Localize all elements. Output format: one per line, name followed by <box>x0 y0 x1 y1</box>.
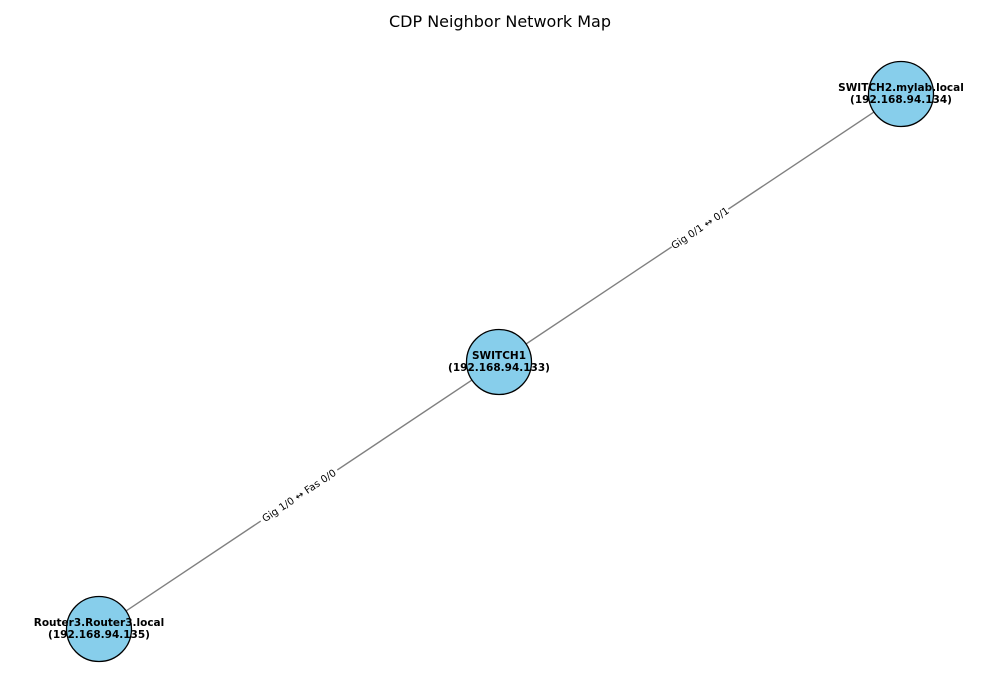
node-name-label: SWITCH1 <box>472 350 526 362</box>
node-switch1[interactable]: SWITCH1 (192.168.94.133) <box>448 328 550 396</box>
node-name-label: Router3.Router3.local <box>34 617 165 629</box>
node-ip-label: (192.168.94.134) <box>850 94 952 106</box>
node-circle <box>65 595 133 663</box>
edge-label: Gig 0/1 ↔ 0/1 <box>667 203 733 253</box>
page-title: CDP Neighbor Network Map <box>388 12 612 31</box>
edge-switch1-router3: Gig 1/0 ↔ Fas 0/0 <box>98 361 500 630</box>
node-ip-label: (192.168.94.133) <box>448 362 550 374</box>
node-router3[interactable]: Router3.Router3.local (192.168.94.135) <box>34 595 165 663</box>
edge-switch1-switch2: Gig 0/1 ↔ 0/1 <box>498 93 902 363</box>
node-name-label: SWITCH2.mylab.local <box>838 82 964 94</box>
edge-label-text: Gig 0/1 ↔ 0/1 <box>670 206 732 252</box>
node-switch2[interactable]: SWITCH2.mylab.local (192.168.94.134) <box>838 60 964 128</box>
node-circle <box>867 60 935 128</box>
edge-label-text: Gig 1/0 ↔ Fas 0/0 <box>261 468 339 525</box>
node-ip-label: (192.168.94.135) <box>48 629 150 641</box>
edge-label: Gig 1/0 ↔ Fas 0/0 <box>256 464 342 527</box>
node-circle <box>465 328 533 396</box>
